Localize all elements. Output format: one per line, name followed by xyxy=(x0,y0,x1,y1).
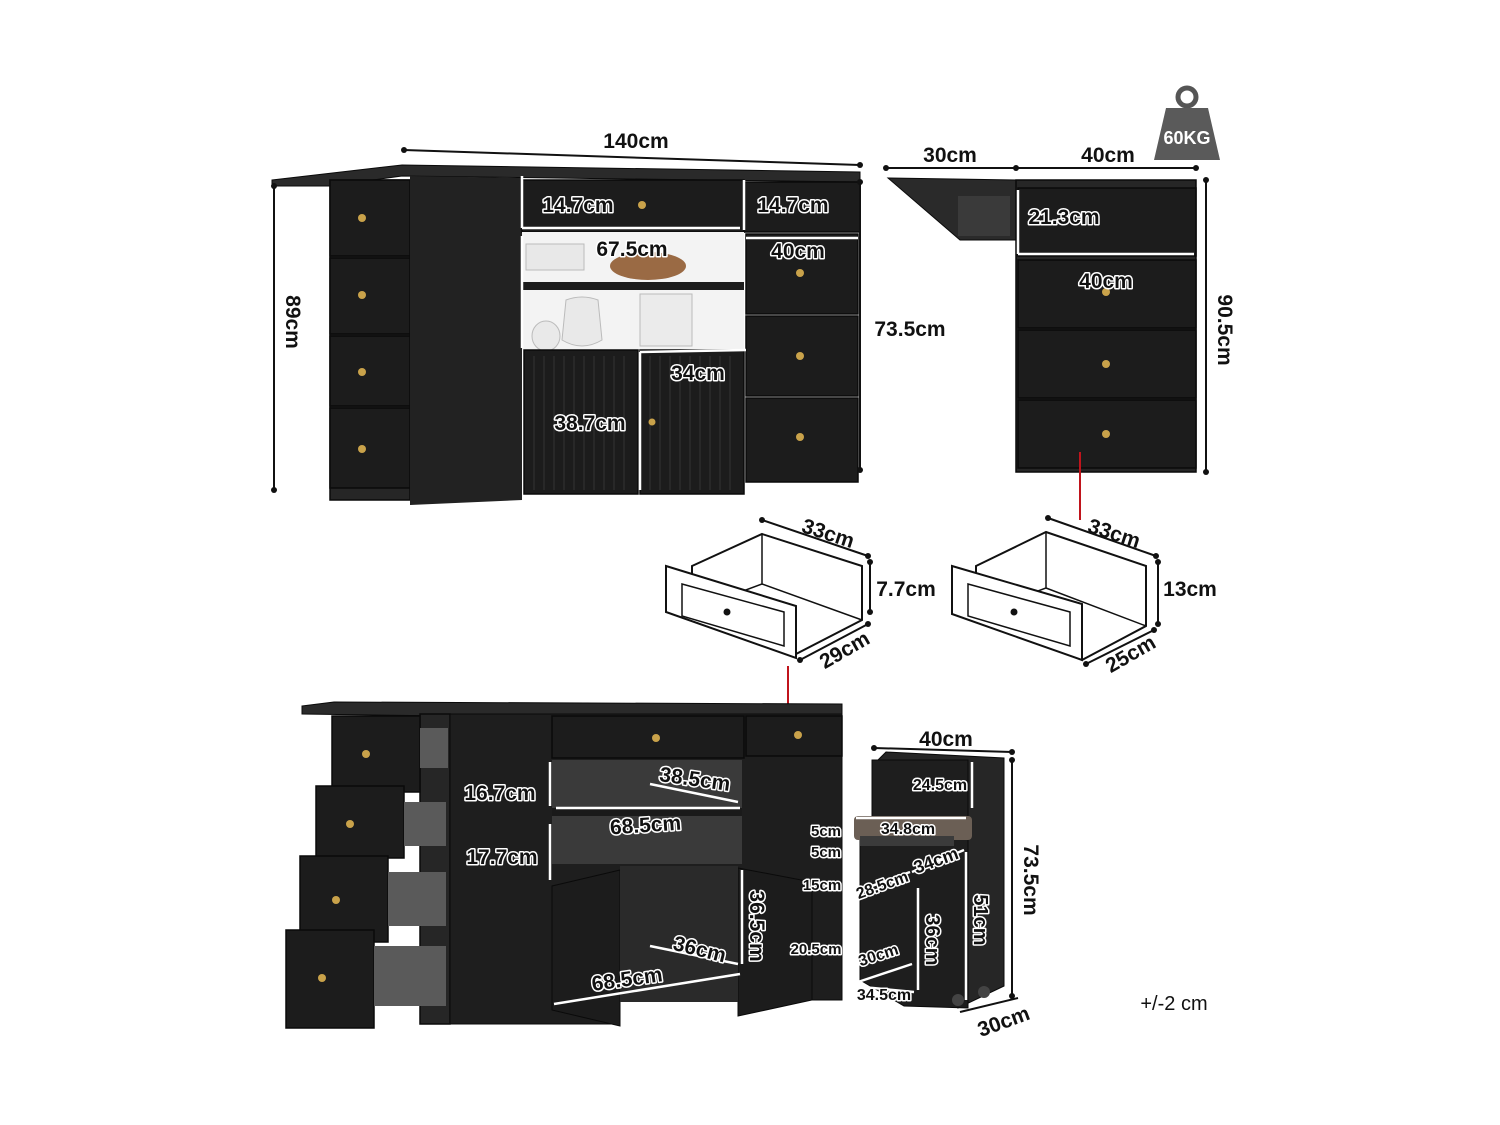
small-drawer-height: 7.7cm xyxy=(876,578,936,601)
stool-inner-height: 36cm xyxy=(921,914,943,965)
small-drawer: 33cm 7.7cm 29cm xyxy=(665,515,936,718)
large-drawer: 33cm 13cm 25cm xyxy=(951,515,1217,678)
stool-side-a: 15cm xyxy=(803,877,841,894)
large-drawer-height: 13cm xyxy=(1163,578,1217,601)
front-total-width: 140cm xyxy=(603,130,668,153)
stool-leg-height: 51cm xyxy=(969,894,991,945)
stool-seat-width: 34.8cm xyxy=(881,821,935,838)
front-view: 140cm 89cm 14.7cm 14.7cm 67.5cm 40cm 73.… xyxy=(271,130,946,505)
weight-icon: 60KG xyxy=(1154,85,1220,160)
weight-label: 60KG xyxy=(1163,128,1210,148)
front-right-height: 73.5cm xyxy=(874,318,945,341)
front-height: 89cm xyxy=(281,295,304,349)
stool-width: 40cm xyxy=(919,728,973,751)
small-drawer-depth: 33cm xyxy=(799,515,857,553)
stool-base-width: 34.5cm xyxy=(857,987,911,1004)
stool: 40cm 24.5cm 34.8cm 5cm 5cm 34cm 28.5cm 1… xyxy=(789,728,1042,1042)
open-shelf-width: 68.5cm xyxy=(609,812,682,840)
open-cabinet-height: 36.5cm xyxy=(745,890,768,961)
stool-depth: 30cm xyxy=(975,1002,1033,1042)
front-right-drawer-width: 40cm xyxy=(771,240,825,263)
side-leaf-width: 30cm xyxy=(923,144,977,167)
front-door-height: 38.7cm xyxy=(554,412,625,435)
side-view: 30cm 40cm 21.3cm 40cm 90.5cm xyxy=(883,144,1236,520)
open-shelf-gap-lower: 17.7cm xyxy=(466,846,537,869)
tolerance-note: +/-2 cm xyxy=(1140,993,1207,1015)
front-shelf-width: 67.5cm xyxy=(596,238,667,261)
open-view: 16.7cm 38.5cm 68.5cm 17.7cm 36.5cm 36cm … xyxy=(285,701,843,1029)
open-shelf-gap-upper: 16.7cm xyxy=(464,782,535,805)
side-cabinet-width: 40cm xyxy=(1081,144,1135,167)
stool-total-height: 73.5cm xyxy=(1019,844,1042,915)
stool-back-height: 24.5cm xyxy=(913,777,967,794)
side-height: 90.5cm xyxy=(1213,294,1236,365)
stool-side-b: 20.5cm xyxy=(791,941,842,958)
front-top-drawer-left: 14.7cm xyxy=(542,194,613,217)
stool-seat-gap-1: 5cm xyxy=(811,823,841,840)
side-top-drawer-height: 21.3cm xyxy=(1028,206,1099,229)
front-top-drawer-right: 14.7cm xyxy=(757,194,828,217)
stool-seat-gap-2: 5cm xyxy=(811,844,841,861)
front-door-width: 34cm xyxy=(671,362,725,385)
side-drawer-width: 40cm xyxy=(1079,270,1133,293)
